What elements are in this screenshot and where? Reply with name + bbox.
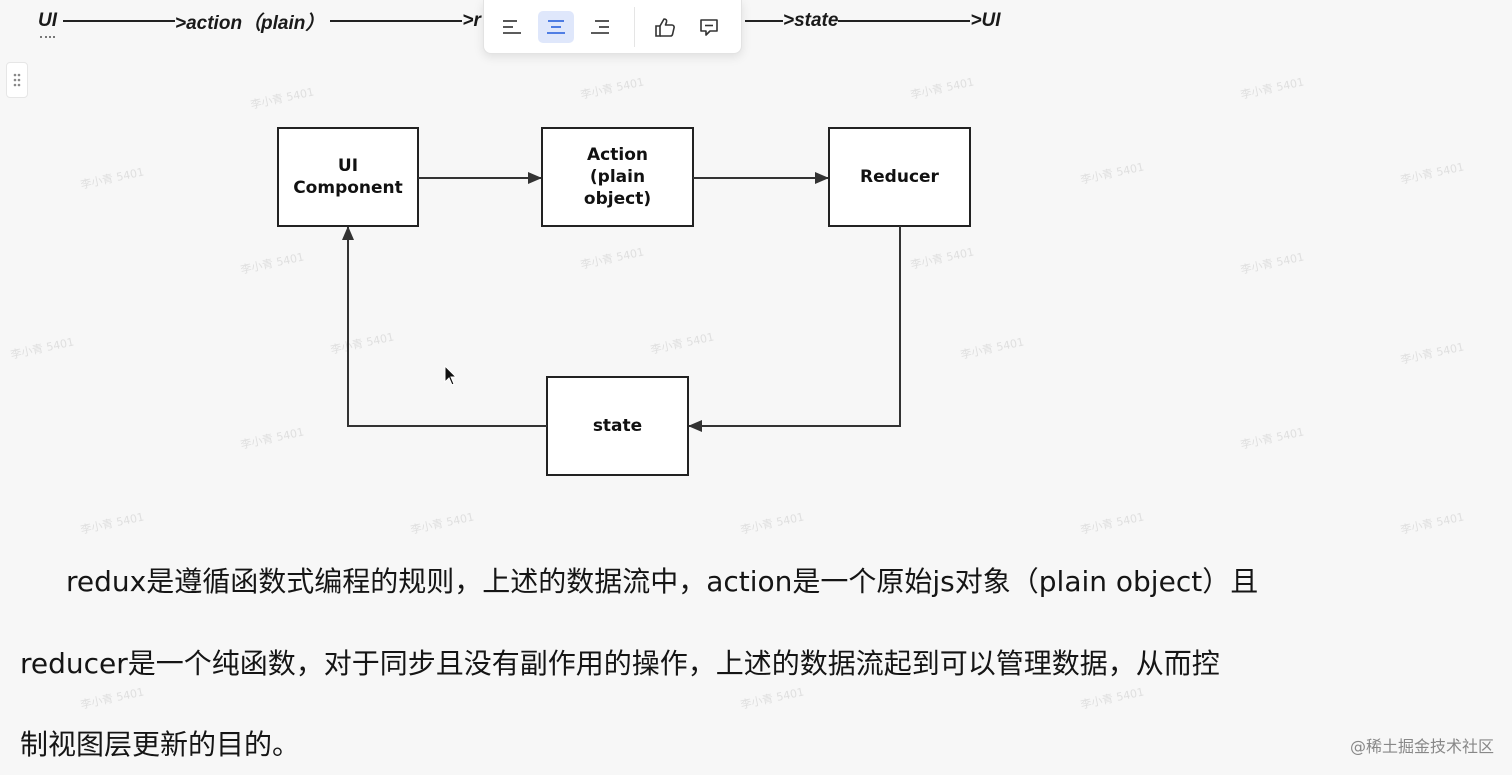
align-center-icon: [547, 19, 565, 34]
block-drag-handle[interactable]: [6, 62, 28, 98]
thumbs-up-icon: [655, 17, 675, 37]
align-right-icon: [591, 19, 609, 34]
state-box: [546, 376, 689, 476]
heading-arrow-line: [838, 20, 971, 22]
heading-arrow-line: [745, 20, 783, 22]
paragraph-line-3: 制视图层更新的目的。: [20, 728, 301, 761]
comment-icon: [700, 18, 718, 36]
heading-arrow-line: [63, 20, 175, 22]
toolbar-divider: [634, 6, 635, 47]
like-button[interactable]: [647, 11, 683, 43]
action-label: Action (plain object): [583, 145, 652, 209]
heading-state: >state: [783, 10, 839, 31]
flow-heading-right: >state >UI: [745, 6, 1001, 36]
action-box: [541, 127, 694, 227]
heading-ui-left: UI: [38, 10, 57, 38]
heading-ui-right: >UI: [970, 10, 1001, 31]
heading-arrow-line: [330, 20, 463, 22]
align-left-icon: [503, 19, 521, 34]
reducer-label: Reducer: [860, 167, 939, 187]
brand-watermark: @稀土掘金技术社区: [1349, 737, 1494, 756]
heading-partial: >r: [462, 10, 481, 31]
align-right-button[interactable]: [582, 11, 618, 43]
arrow-state-to-ui: [342, 226, 547, 427]
heading-action: >action（plain）: [175, 12, 325, 34]
align-left-button[interactable]: [494, 11, 530, 43]
arrow-reducer-to-state: [688, 226, 901, 432]
paragraph-line-2: reducer是一个纯函数，对于同步且没有副作用的操作，上述的数据流起到可以管理…: [20, 647, 1220, 680]
mouse-cursor-icon: [444, 365, 458, 386]
align-center-button[interactable]: [538, 10, 574, 43]
drag-dots-icon: [13, 73, 21, 87]
ui-component-label: UI Component: [293, 156, 403, 198]
comment-button[interactable]: [691, 11, 727, 43]
state-label: state: [592, 416, 643, 436]
flow-heading: UI >action（plain） >r: [38, 6, 481, 38]
floating-toolbar: [483, 0, 742, 54]
paragraph-line-1: redux是遵循函数式编程的规则，上述的数据流中，action是一个原始js对象…: [66, 565, 1259, 598]
